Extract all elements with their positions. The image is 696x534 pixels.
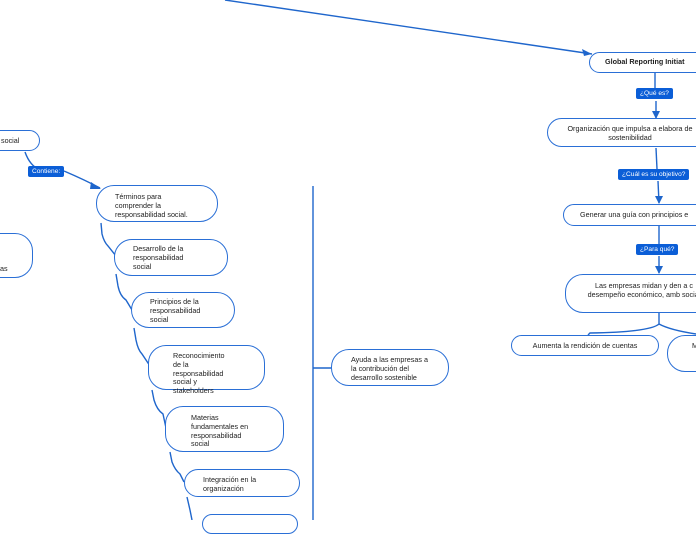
node-partial-m[interactable]: M [667, 335, 696, 372]
node-generar[interactable]: Generar una guía con principios e [563, 204, 696, 226]
node-global-reporting-initiative[interactable]: Global Reporting Initiat [589, 52, 696, 73]
tag-para-que[interactable]: ¿Para qué? [636, 244, 679, 255]
node-integracion[interactable]: Integración en la organización [184, 469, 300, 497]
node-desarrollo[interactable]: Desarrollo de la responsabilidad social [114, 239, 228, 276]
node-organizacion[interactable]: Organización que impulsa a elabora de so… [547, 118, 696, 147]
tag-que-es[interactable]: ¿Qué es? [636, 88, 673, 99]
tag-contiene[interactable]: Contiene: [28, 166, 65, 177]
node-aumenta[interactable]: Aumenta la rendición de cuentas [511, 335, 659, 356]
tag-objetivo[interactable]: ¿Cuál es su objetivo? [618, 169, 690, 180]
node-principios[interactable]: Principios de la responsabilidad social [131, 292, 235, 328]
node-reconocimiento[interactable]: Reconocimiento de la responsabilidad soc… [148, 345, 265, 395]
node-next-partial[interactable] [202, 514, 298, 534]
node-terminos[interactable]: Términos para comprender la responsabili… [96, 185, 218, 222]
partial-node-left-edge[interactable]: as [0, 233, 33, 278]
node-ayuda[interactable]: Ayuda a las empresas a la contribución d… [331, 349, 449, 386]
node-materias[interactable]: Materias fundamentales en responsabilida… [165, 406, 284, 452]
partial-social-node[interactable]: social [0, 130, 40, 151]
node-empresas[interactable]: Las empresas midan y den a c desempeño e… [565, 274, 696, 313]
connector-lines [24, 0, 696, 520]
